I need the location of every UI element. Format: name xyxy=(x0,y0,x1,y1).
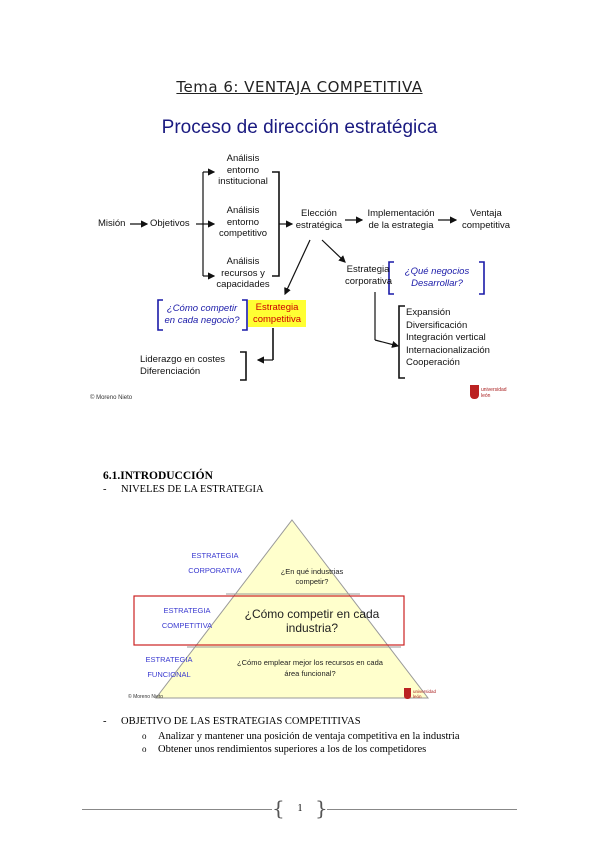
question-recursos: ¿Cómo emplear mejor los recursos en cada… xyxy=(237,658,383,678)
footer-brace-right: } xyxy=(315,796,328,820)
label-estrategia-funcional: ESTRATEGIA FUNCIONAL xyxy=(145,655,193,679)
corporate-strategy-list: Expansión Diversificación Integración ve… xyxy=(406,307,490,370)
diagram-heading: Proceso de dirección estratégica xyxy=(161,117,438,138)
node-eleccion: Elección estratégica xyxy=(295,208,343,231)
section-heading: 6.1.INTRODUCCIÓN xyxy=(103,470,213,482)
node-implementacion: Implementación de la estrategia xyxy=(367,208,435,231)
question-como-competir: ¿Cómo competir en cada negocio? xyxy=(164,303,240,326)
footer-rule-right xyxy=(327,809,517,810)
shield-icon xyxy=(404,688,411,699)
highlight-box xyxy=(133,595,405,646)
node-objetivos: Objetivos xyxy=(150,218,190,229)
bullet-icon: o xyxy=(142,731,147,741)
footer-brace-left: { xyxy=(272,796,285,820)
node-liderazgo: Liderazgo en costes Diferenciación xyxy=(140,354,226,377)
node-ventaja: Ventaja competitiva xyxy=(461,208,511,231)
pyramid-credit: © Moreno Nieto xyxy=(128,694,164,700)
question-industrias: ¿En qué industrias competir? xyxy=(280,567,344,586)
process-diagram-arrows xyxy=(130,168,485,381)
list-item: -NIVELES DE LA ESTRATEGIA xyxy=(103,484,264,495)
list-item: Expansión xyxy=(406,307,451,318)
university-logo-small: universidad león xyxy=(404,686,438,704)
question-competir-industria: ¿Cómo competir en cada industria? xyxy=(244,607,380,635)
bullet-icon: o xyxy=(142,744,147,754)
footer-rule-left xyxy=(82,809,272,810)
list-item: Cooperación xyxy=(406,357,460,368)
strategy-pyramid xyxy=(133,519,430,699)
label-estrategia-competitiva: ESTRATEGIA COMPETITIVA xyxy=(161,606,213,630)
shield-icon xyxy=(470,385,479,399)
node-estrategia-corporativa: Estrategia corporativa xyxy=(345,264,392,287)
node-analisis-institucional: Análisis entorno institucional xyxy=(218,153,268,187)
list-item: Diversificación xyxy=(406,319,468,331)
node-estrategia-competitiva: Estrategia competitiva xyxy=(248,300,306,327)
list-item: Internacionalización xyxy=(406,344,490,356)
question-que-negocios: ¿Qué negocios Desarrollar? xyxy=(404,266,470,289)
label-estrategia-corporativa: ESTRATEGIA CORPORATIVA xyxy=(188,551,242,575)
node-analisis-competitivo: Análisis entorno competitivo xyxy=(218,205,268,239)
university-logo: universidad león xyxy=(470,383,507,405)
diagram-credit: © Moreno Nieto xyxy=(90,395,133,401)
document-title: Tema 6: VENTAJA COMPETITIVA xyxy=(176,78,423,96)
node-mision: Misión xyxy=(98,218,126,229)
list-item: -OBJETIVO DE LAS ESTRATEGIAS COMPETITIVA… xyxy=(103,716,361,727)
page-number: 1 xyxy=(297,803,303,814)
list-item: Integración vertical xyxy=(406,332,486,343)
node-analisis-recursos: Análisis recursos y capacidades xyxy=(216,256,270,290)
